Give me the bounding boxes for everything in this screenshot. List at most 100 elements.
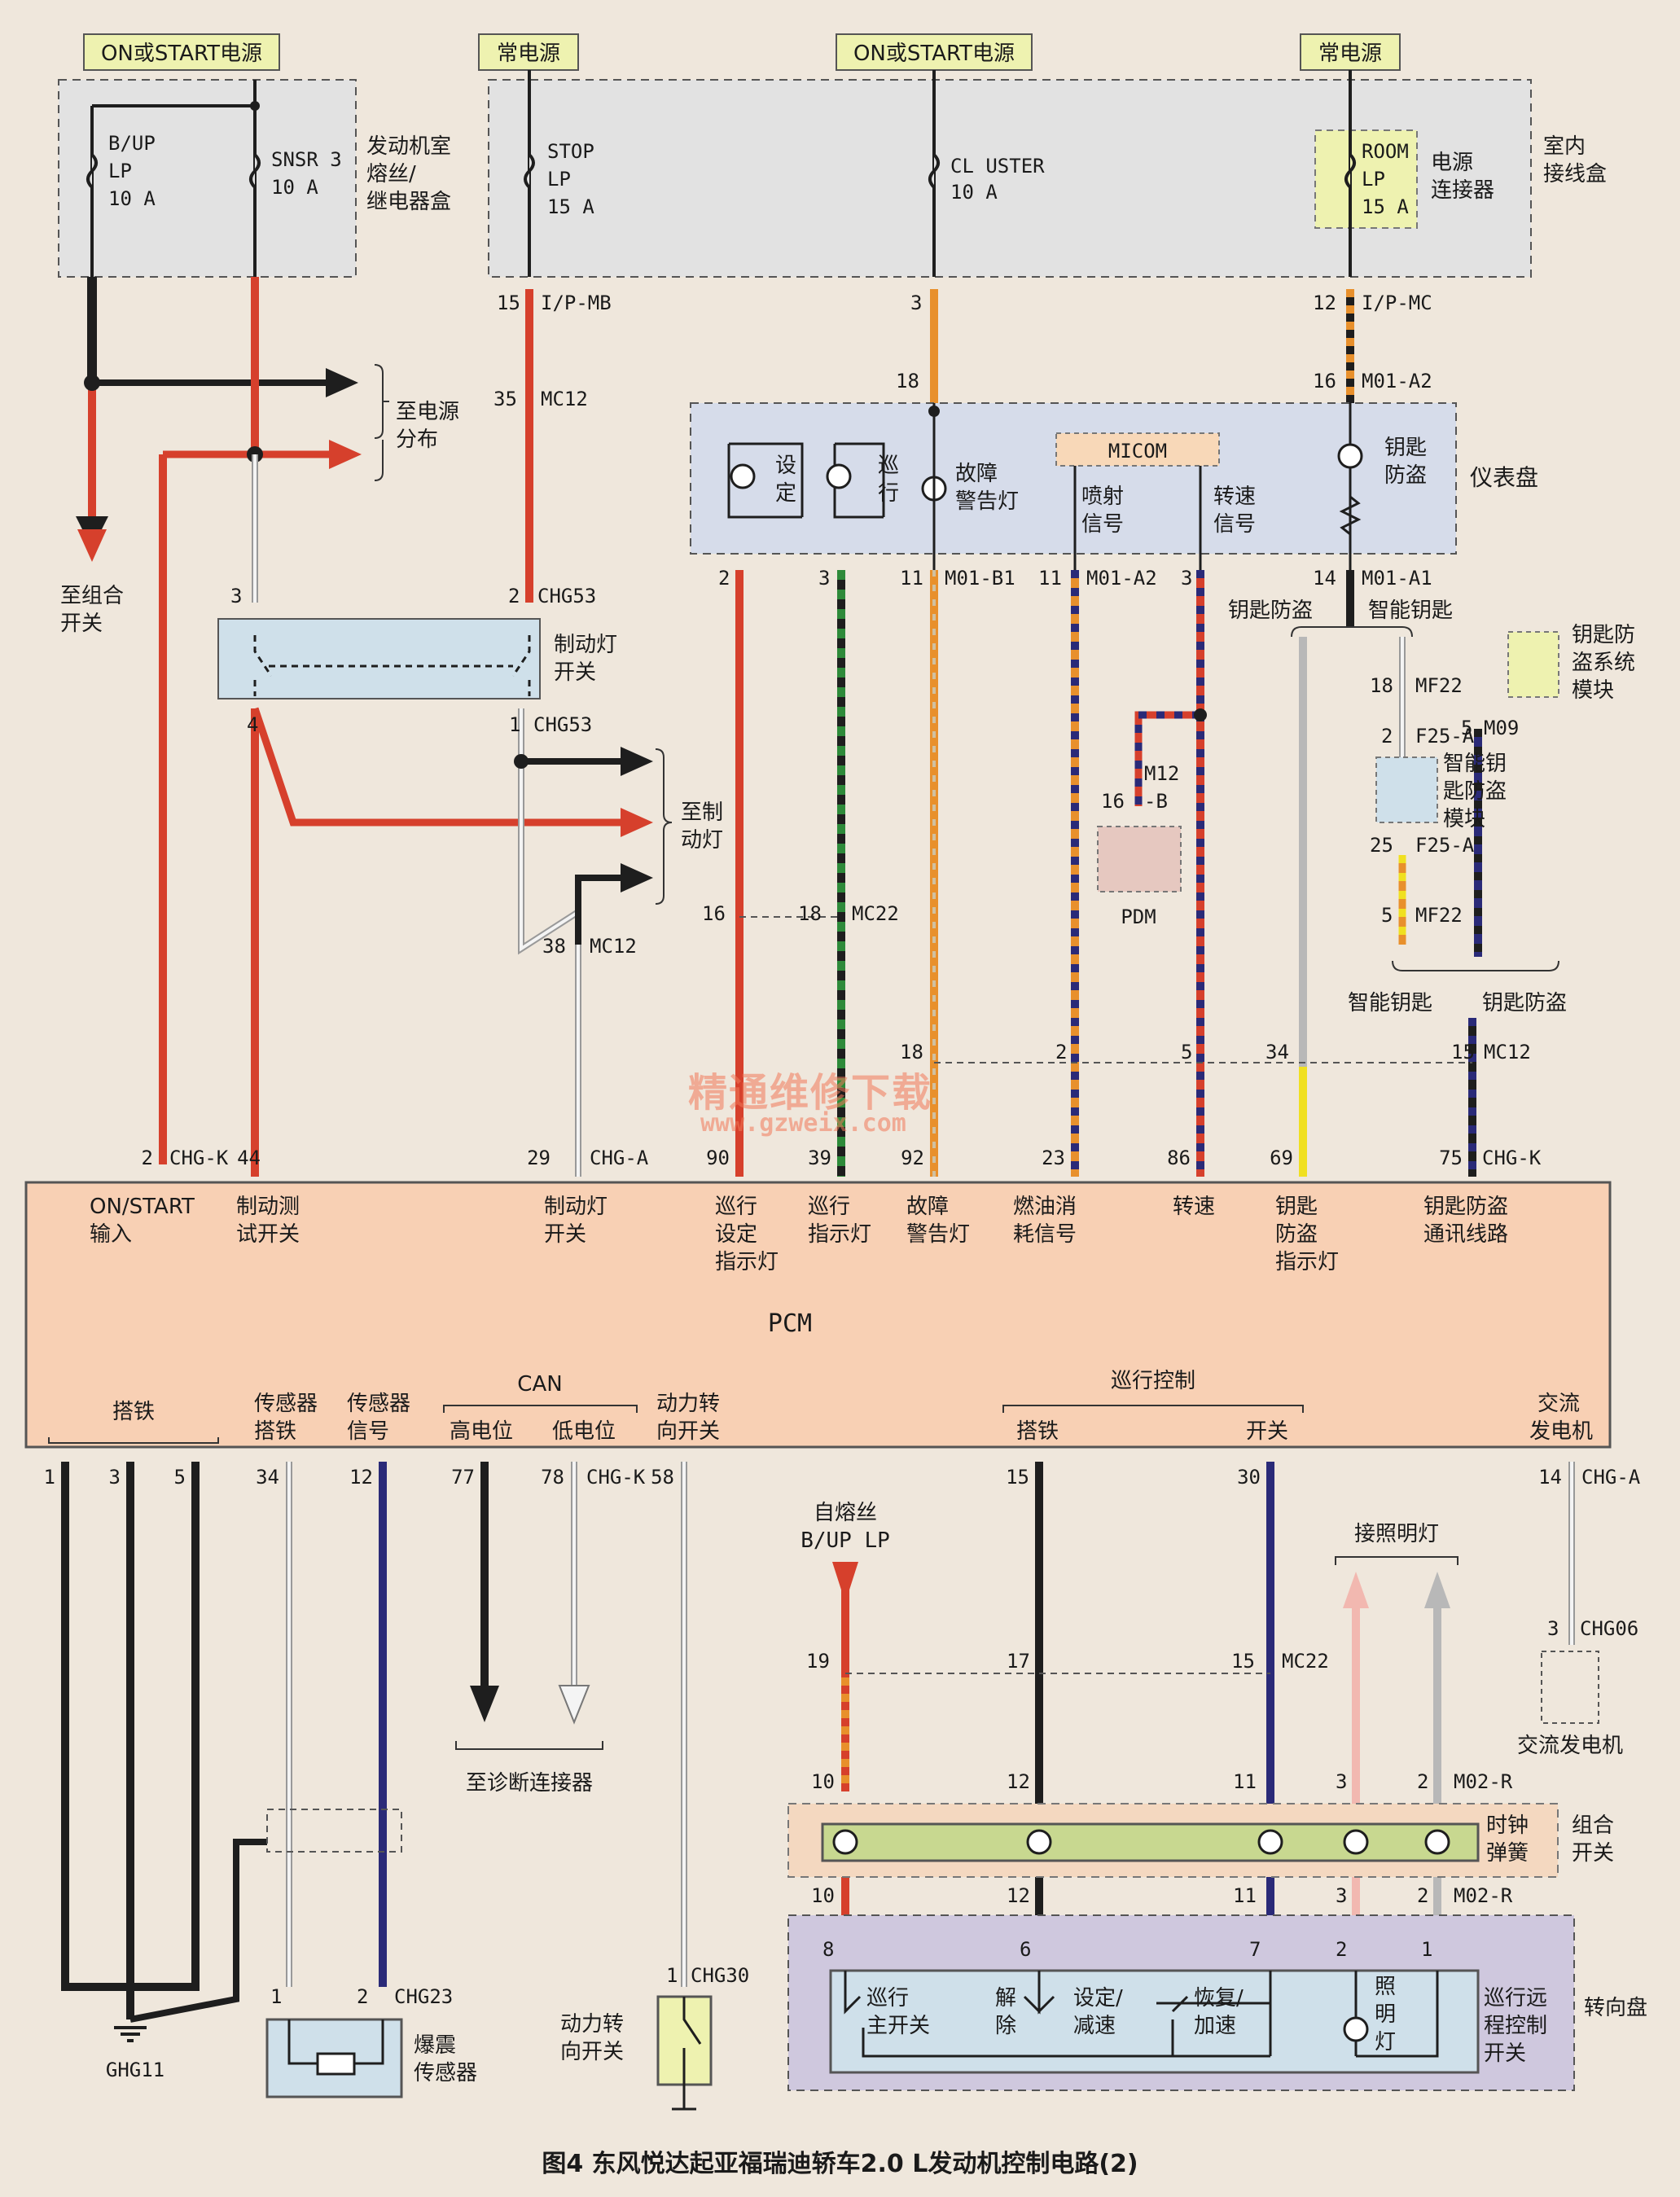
cluster-mil-1: 故障 [955, 462, 998, 486]
ps-switch-label-1: 动力转 [560, 2012, 624, 2037]
to-combo-switch-label-1: 至组合 [60, 584, 124, 608]
watermark-url: www.gzweix.com [700, 1109, 906, 1138]
engine-fuse-box-label-1: 发动机室 [366, 134, 451, 159]
to-diag-label: 至诊断连接器 [466, 1771, 593, 1796]
fuse-snsr-line1: SNSR 3 [271, 148, 342, 171]
pcm-top-label: 警告灯 [906, 1222, 970, 1247]
cluster-set-1: 设 [775, 454, 796, 478]
pcm-bottom-pin: 77 [451, 1466, 475, 1489]
pcm-ground-label: 搭铁 [112, 1400, 155, 1424]
pin-m02-2-top: 2 [1417, 1770, 1428, 1793]
source-constant-1: 常电源 [497, 42, 560, 66]
pcm-top-pin: 2 [142, 1147, 153, 1169]
conn-f25a-top: F25-A [1415, 725, 1475, 748]
pcm-bottom-pin: 3 [109, 1466, 121, 1489]
clock-spring-label-2: 弹簧 [1486, 1841, 1529, 1866]
pcm-bottom-pin: 5 [174, 1466, 186, 1489]
conn-mc12-c: MC12 [1484, 1041, 1531, 1063]
pcm-top-label: 耗信号 [1013, 1222, 1077, 1247]
ground-label: GHG11 [106, 2059, 164, 2081]
fuse-stop-line1: STOP [547, 140, 594, 163]
conn-mc12-a: MC12 [541, 388, 588, 410]
pin-m02-2-bot: 2 [1417, 1884, 1428, 1907]
pcm-top-label: 通讯线路 [1423, 1222, 1508, 1247]
pcm-top-pin: 39 [808, 1147, 831, 1169]
conn-mc12-b: MC12 [590, 935, 637, 958]
fuse-room: ROOM LP 15 A [1344, 140, 1409, 218]
pin-mc22-17: 17 [1007, 1650, 1030, 1673]
pin-inj-11: 11 [1038, 567, 1062, 590]
pcm-top-label: 指示灯 [1275, 1250, 1339, 1274]
conn-m01-a2-top: M01-A2 [1362, 370, 1432, 392]
cluster-key-2: 防盗 [1384, 463, 1427, 488]
smart-key-module-label-2: 匙防盗 [1443, 779, 1507, 804]
immobilizer-module-box [1507, 631, 1559, 698]
pcm-top-label: 指示灯 [715, 1250, 779, 1274]
conn-chg-k-top-a: CHG-K [169, 1147, 229, 1169]
cluster-key-1: 钥匙 [1384, 436, 1427, 460]
cluster-speed-2: 信号 [1213, 512, 1256, 537]
pcm-bottom-pin: 1 [44, 1466, 55, 1489]
pcm-top-label: 钥匙防盗 [1423, 1195, 1508, 1219]
to-lighting-label: 接照明灯 [1354, 1522, 1439, 1546]
conn-m01-a1: M01-A1 [1362, 567, 1432, 590]
pcm-top-pin: 29 [527, 1147, 550, 1169]
sw-resume-2: 加速 [1194, 2014, 1236, 2038]
sw-set-2: 减速 [1073, 2014, 1116, 2038]
brake-switch-label-1: 制动灯 [554, 633, 617, 657]
to-brake-lamp-label-1: 至制 [681, 800, 723, 825]
pcm-bottom-pin: 34 [256, 1466, 279, 1489]
conn-m12b-1: M12 [1144, 762, 1179, 785]
pcm-bottom-pin: 12 [349, 1466, 373, 1489]
cluster-injection-2: 信号 [1081, 512, 1124, 537]
conn-chg23: CHG23 [394, 1985, 453, 2008]
conn-mf22-bottom: MF22 [1415, 904, 1463, 927]
pin-brake-4: 4 [247, 713, 258, 736]
pin-knock-1: 1 [270, 1985, 282, 2008]
power-connector-label-1: 电源 [1431, 151, 1473, 175]
pcm-sensor-ground-2: 搭铁 [254, 1419, 296, 1444]
pcm-title: PCM [768, 1309, 812, 1338]
smart-key-module-label-3: 模块 [1443, 807, 1485, 831]
pin-f25a-25: 25 [1370, 834, 1393, 857]
cruise-remote-label-3: 开关 [1484, 2041, 1526, 2066]
pcm-bottom-pin: 30 [1237, 1466, 1261, 1489]
pin-ip-mc-num: 12 [1313, 292, 1336, 314]
fuse-snsr: SNSR 3 10 A [249, 148, 342, 199]
pcm-can-label: CAN [517, 1372, 562, 1397]
cluster-injection-1: 喷射 [1081, 485, 1124, 509]
pin-m02-11-bot: 11 [1233, 1884, 1257, 1907]
conn-mf22-top: MF22 [1415, 674, 1463, 697]
pin-m02-3-bot: 3 [1336, 1884, 1347, 1907]
pin-m02-10-bot: 10 [811, 1884, 835, 1907]
knock-sensor-label-2: 传感器 [414, 2061, 477, 2085]
pcm-top-label: 制动灯 [544, 1195, 608, 1219]
fuse-stop-line2: LP [547, 168, 571, 191]
conn-m01-b1: M01-B1 [945, 567, 1015, 590]
sw-lamp-2: 明 [1375, 2002, 1396, 2027]
pdm-box [1097, 826, 1182, 892]
sw-cancel-2: 除 [995, 2014, 1016, 2038]
pin-mc12-35: 35 [493, 388, 517, 410]
fuse-bup-line1: B/UP [108, 132, 156, 155]
pcm-cruise-control: 巡行控制 [1111, 1369, 1195, 1393]
conn-chg-a-bottom: CHG-A [1581, 1466, 1641, 1489]
indoor-junction-label-2: 接线盒 [1543, 162, 1607, 186]
pcm-top-pin: 92 [901, 1147, 924, 1169]
immo-module-label-1: 钥匙防 [1572, 623, 1635, 647]
fuse-room-line1: ROOM [1362, 140, 1409, 163]
to-combo-switch-label-2: 开关 [60, 612, 103, 636]
fuse-snsr-line2: 10 A [271, 176, 318, 199]
pin-speed-3: 3 [1181, 567, 1192, 590]
pin-m02-3-top: 3 [1336, 1770, 1347, 1793]
engine-fuse-box [58, 79, 357, 278]
pin-mc12-5: 5 [1181, 1041, 1192, 1063]
conn-ip-mc: I/P-MC [1362, 292, 1432, 314]
figure-caption: 图4 东风悦达起亚福瑞迪轿车2.0 L发动机控制电路(2) [542, 2150, 1138, 2178]
fuse-cluster-line1: CL USTER [950, 155, 1045, 178]
pin-f25a-2: 2 [1381, 725, 1393, 748]
pcm-bottom-pin: 78 [541, 1466, 564, 1489]
pcm-cruise-ground: 搭铁 [1016, 1419, 1059, 1444]
watermark-text: 精通维修下载 [688, 1070, 933, 1116]
to-power-dist-label-2: 分布 [396, 428, 438, 452]
